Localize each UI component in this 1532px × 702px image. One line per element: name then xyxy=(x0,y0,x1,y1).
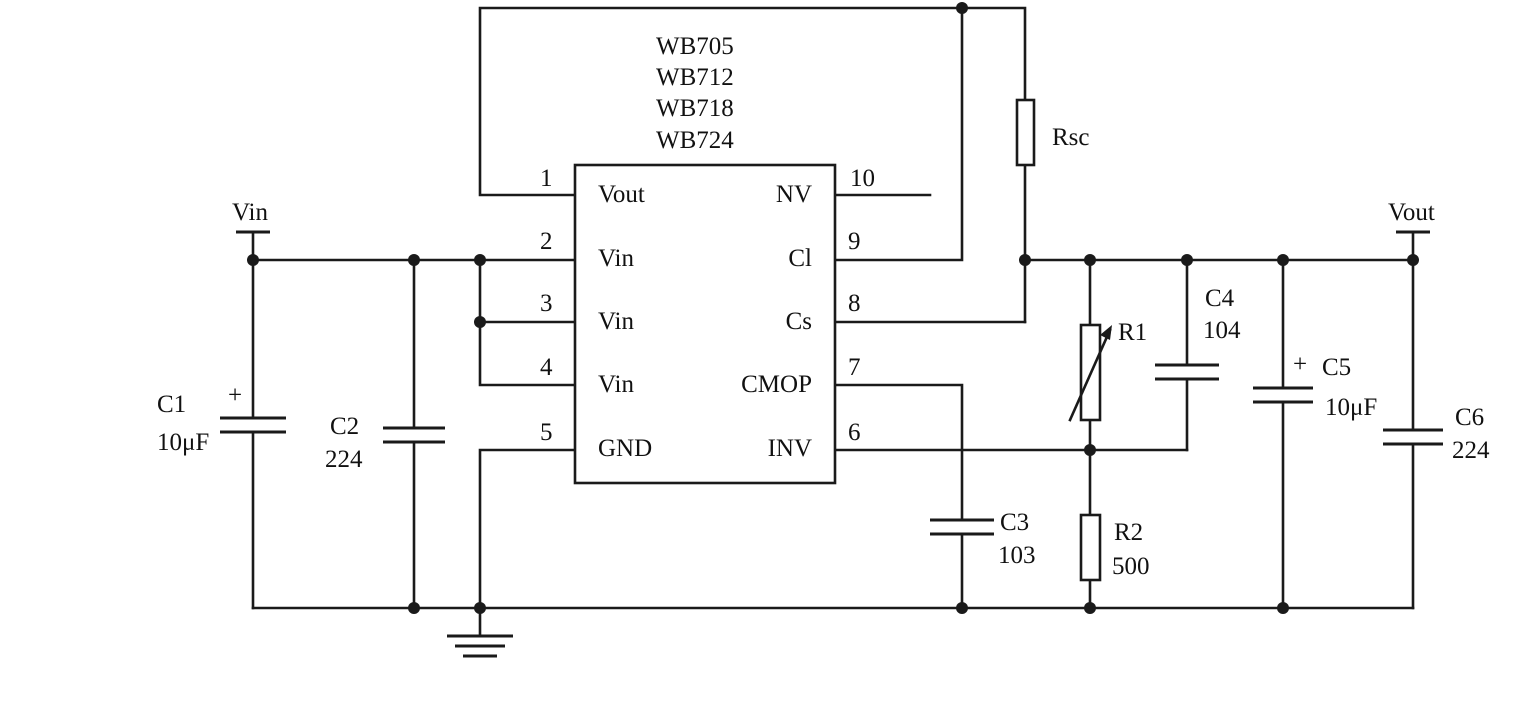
c6-name-label: C6 xyxy=(1455,404,1484,431)
pin-name: Cl xyxy=(788,245,812,272)
c1-symbol xyxy=(220,416,286,434)
c5-polarity-label: + xyxy=(1293,351,1307,378)
rsc-symbol xyxy=(1015,98,1036,167)
chip-model-label: WB712 xyxy=(656,64,734,91)
junction-dot xyxy=(474,254,486,266)
r1-name-label: R1 xyxy=(1118,319,1147,346)
junction-dot xyxy=(1019,254,1031,266)
pin-name: Vin xyxy=(598,245,634,272)
pin-number: 4 xyxy=(540,354,553,381)
ground-icon xyxy=(447,634,513,658)
c5-name-label: C5 xyxy=(1322,354,1351,381)
pin-name: Vin xyxy=(598,371,634,398)
junction-dot xyxy=(956,602,968,614)
junction-dot xyxy=(247,254,259,266)
pin-number: 5 xyxy=(540,419,553,446)
ic-body xyxy=(573,163,837,485)
junctions xyxy=(247,2,1419,614)
pin-name: Vin xyxy=(598,308,634,335)
pin-number: 9 xyxy=(848,228,861,255)
junction-dot xyxy=(1084,602,1096,614)
c4-value-label: 104 xyxy=(1203,317,1241,344)
rsc-label: Rsc xyxy=(1052,124,1090,151)
chip-model-label: WB718 xyxy=(656,95,734,122)
wire-vout-loop xyxy=(478,6,1027,197)
wire-cmop xyxy=(833,383,964,522)
junction-dot xyxy=(1084,254,1096,266)
r2-value-label: 500 xyxy=(1112,553,1150,580)
c4-name-label: C4 xyxy=(1205,285,1235,312)
junction-dot xyxy=(408,602,420,614)
c6-symbol xyxy=(1383,428,1443,446)
c3-name-label: C3 xyxy=(1000,509,1029,536)
vin-terminal-label: Vin xyxy=(232,199,268,226)
wire-vin-pins-3-4 xyxy=(478,258,577,387)
c2-symbol xyxy=(383,426,445,444)
pin-number: 2 xyxy=(540,228,553,255)
pin-number: 7 xyxy=(848,354,861,381)
pin-name: NV xyxy=(776,181,812,208)
c2-value-label: 224 xyxy=(325,446,363,473)
r1-adjust-arrow-icon xyxy=(1100,325,1112,340)
r1-symbol xyxy=(1068,323,1112,422)
pin-number: 3 xyxy=(540,290,553,317)
wire-cl-top xyxy=(833,6,964,262)
c5-value-label: 10μF xyxy=(1325,394,1377,421)
junction-dot xyxy=(1084,444,1096,456)
pin-name: CMOP xyxy=(741,371,812,398)
r2-symbol xyxy=(1079,513,1102,582)
pin-name: Vout xyxy=(598,181,645,208)
pin-number: 6 xyxy=(848,419,861,446)
c4-symbol xyxy=(1155,363,1219,381)
junction-dot xyxy=(474,602,486,614)
chip-model-label: WB724 xyxy=(656,127,734,154)
pin-number: 1 xyxy=(540,165,553,192)
junction-dot xyxy=(1277,254,1289,266)
chip-model-label: WB705 xyxy=(656,33,734,60)
junction-dot xyxy=(1407,254,1419,266)
vout-terminal-label: Vout xyxy=(1388,199,1435,226)
c2-name-label: C2 xyxy=(330,413,359,440)
wire-gnd-pin xyxy=(478,448,577,638)
c3-value-label: 103 xyxy=(998,542,1036,569)
pin-number: 10 xyxy=(850,165,875,192)
r2-name-label: R2 xyxy=(1114,519,1143,546)
junction-dot xyxy=(956,2,968,14)
capacitors xyxy=(220,363,1443,536)
pin-number: 8 xyxy=(848,290,861,317)
c3-symbol xyxy=(930,518,994,536)
junction-dot xyxy=(408,254,420,266)
junction-dot xyxy=(474,316,486,328)
pin-name: Cs xyxy=(786,308,812,335)
junction-dot xyxy=(1277,602,1289,614)
c6-value-label: 224 xyxy=(1452,437,1490,464)
c5-symbol xyxy=(1253,386,1313,404)
pin-name: INV xyxy=(768,435,812,462)
c1-polarity-label: + xyxy=(228,382,242,409)
c1-name-label: C1 xyxy=(157,391,186,418)
junction-dot xyxy=(1181,254,1193,266)
pin-name: GND xyxy=(598,435,652,462)
c1-value-label: 10μF xyxy=(157,429,209,456)
